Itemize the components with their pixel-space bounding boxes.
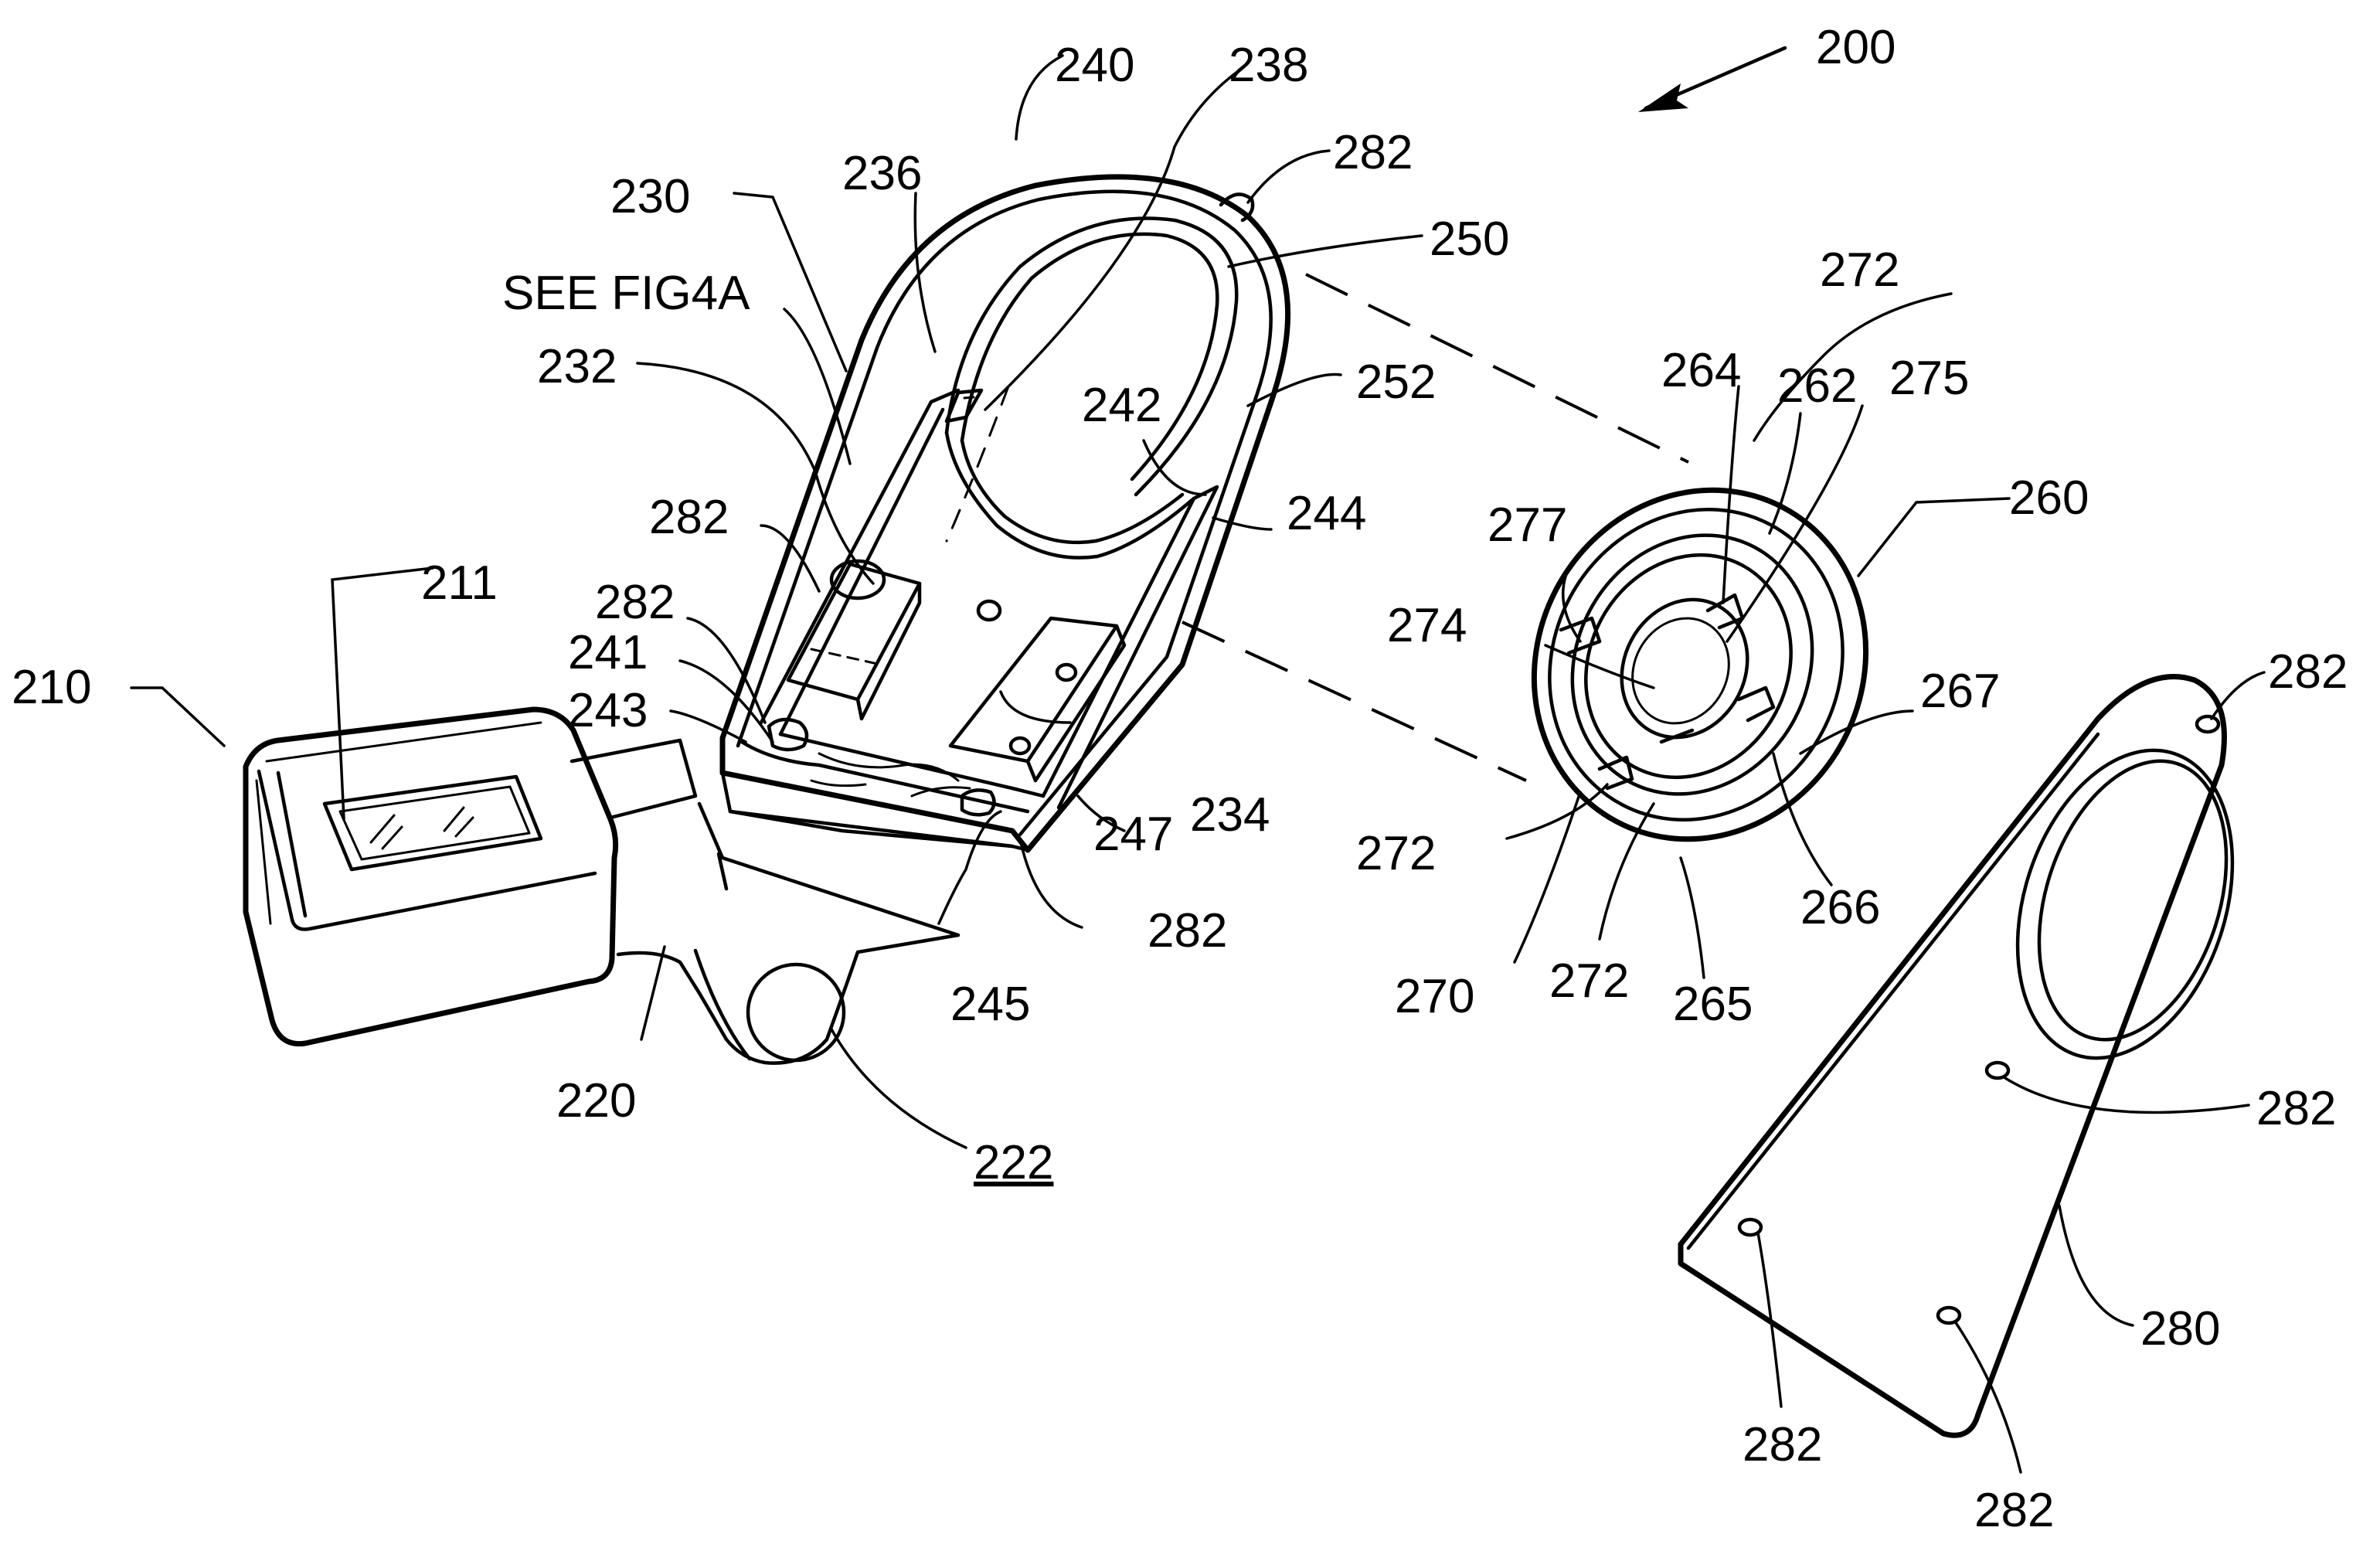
label-234: 234 <box>1190 788 1270 842</box>
figure-arrow <box>1638 48 1785 112</box>
leader-lines <box>131 56 2264 1472</box>
label-282-top: 282 <box>1333 126 1413 179</box>
display-211 <box>325 777 541 869</box>
label-252: 252 <box>1356 355 1436 409</box>
label-282-mid: 282 <box>1148 904 1227 958</box>
label-260: 260 <box>2009 471 2089 525</box>
label-241: 241 <box>568 626 648 679</box>
label-236: 236 <box>842 147 922 200</box>
label-244: 244 <box>1287 487 1366 540</box>
label-238: 238 <box>1229 39 1308 92</box>
label-264: 264 <box>1661 344 1741 397</box>
label-211: 211 <box>421 556 498 610</box>
label-272-bot: 272 <box>1549 954 1629 1008</box>
label-265: 265 <box>1673 978 1753 1031</box>
label-274: 274 <box>1387 599 1467 652</box>
connector-strip <box>572 740 695 818</box>
label-230: 230 <box>610 170 690 223</box>
label-280: 280 <box>2140 1302 2220 1356</box>
label-240: 240 <box>1055 39 1134 92</box>
label-247: 247 <box>1093 808 1173 861</box>
label-272-top: 272 <box>1820 243 1899 297</box>
label-282-br: 282 <box>1974 1484 2054 1537</box>
label-see-fig4a: SEE FIG4A <box>502 267 750 320</box>
label-245: 245 <box>950 978 1030 1031</box>
label-282-right: 282 <box>2268 645 2348 699</box>
label-232: 232 <box>537 340 617 393</box>
label-267: 267 <box>1920 665 2000 718</box>
label-222: 222 <box>974 1136 1053 1189</box>
label-210: 210 <box>12 661 91 714</box>
label-270: 270 <box>1395 970 1474 1023</box>
label-266: 266 <box>1800 881 1880 934</box>
label-282-plate: 282 <box>2256 1082 2336 1135</box>
label-200: 200 <box>1816 21 1896 74</box>
label-282-b: 282 <box>595 576 675 629</box>
label-272-left: 272 <box>1356 827 1436 880</box>
label-282-bl: 282 <box>1742 1418 1822 1471</box>
label-262: 262 <box>1777 359 1857 413</box>
device-body-210 <box>246 709 616 1044</box>
reference-labels: 200 240 238 282 250 230 236 SEE FIG4A 27… <box>12 21 2348 1537</box>
label-242: 242 <box>1082 379 1161 432</box>
label-220: 220 <box>556 1074 636 1128</box>
label-243: 243 <box>568 684 648 737</box>
handle-220 <box>618 804 958 1063</box>
label-282-a: 282 <box>649 491 729 544</box>
label-277: 277 <box>1488 498 1567 552</box>
label-275: 275 <box>1889 352 1969 405</box>
label-250: 250 <box>1430 213 1509 266</box>
